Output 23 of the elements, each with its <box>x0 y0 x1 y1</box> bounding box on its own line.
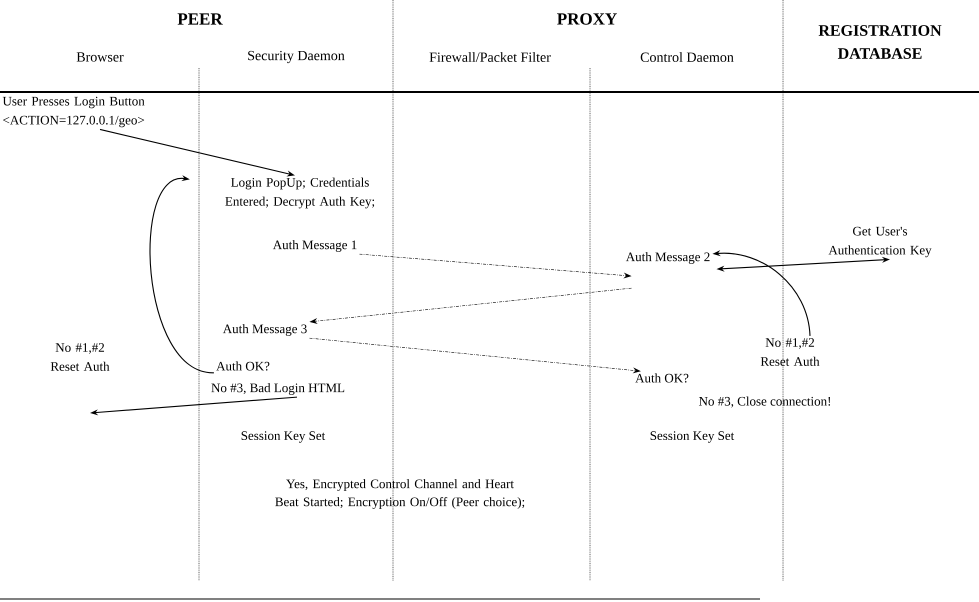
column-heading: PEER <box>178 13 223 25</box>
edge-label: No #1,#2 Reset Auth <box>50 343 110 371</box>
column-heading: PROXY <box>557 13 617 25</box>
step-text: User Presses Login Button <ACTION=127.0.0.1/geo> <box>2 96 145 128</box>
lane-heading: Firewall/Packet Filter <box>430 52 551 62</box>
step-text: Auth Message 1 <box>272 240 356 252</box>
step-text: No #1,#2 Reset Auth <box>760 338 820 366</box>
column-heading: REGISTRATION DATABASE <box>818 25 942 59</box>
lane-heading: Security Daemon <box>248 50 345 64</box>
step-text: Auth Message 3 <box>222 324 307 336</box>
step-text: Get User's Authentication Key <box>828 226 932 258</box>
note-text: Session Key Set <box>650 431 734 443</box>
lane-heading: Browser <box>76 52 124 62</box>
lane-heading: Control Daemon <box>640 52 734 62</box>
step-text: Auth Message 2 <box>626 252 710 264</box>
step-text: Login PopUp; Credentials Entered; Decrypt Auth Key; <box>225 178 374 208</box>
step-text: Auth OK? <box>635 373 688 383</box>
arrow <box>150 175 214 374</box>
note-text: Session Key Set <box>242 431 326 443</box>
step-text: No #3, Bad Login HTML <box>211 383 344 395</box>
note-text: No #3, Close connection! <box>698 396 830 408</box>
note-text: Yes, Encrypted Control Channel and Heart Beat Started; Encryption On/Off (Peer choice); <box>275 479 524 509</box>
step-text: Auth OK? <box>216 361 270 371</box>
